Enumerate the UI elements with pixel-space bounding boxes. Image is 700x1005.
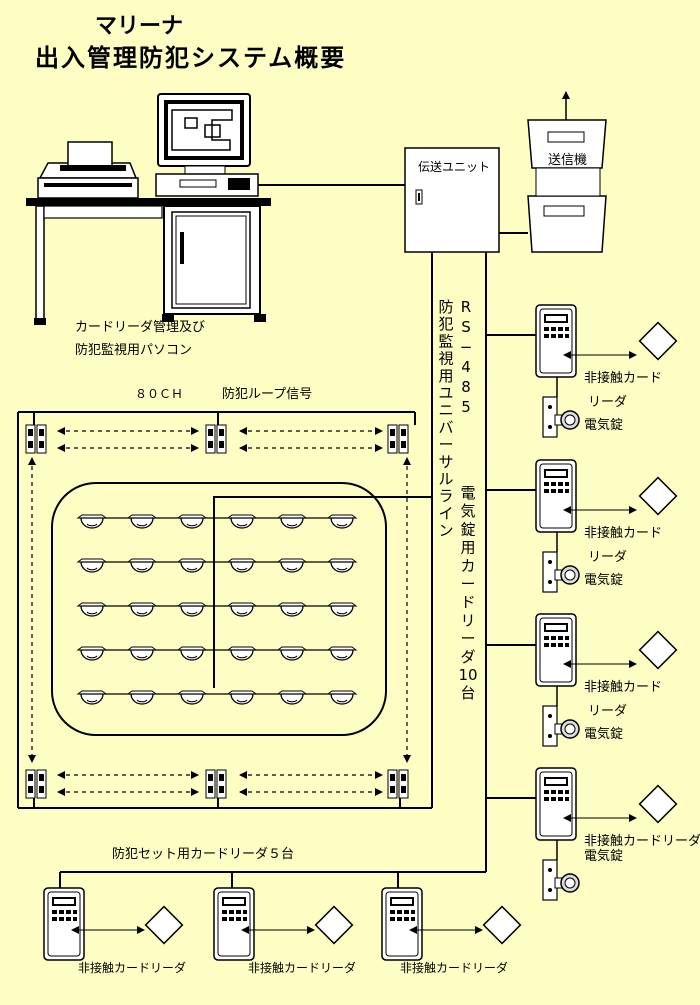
card-label: 非接触カードリーダ xyxy=(584,833,700,849)
card-label: 非接触カード xyxy=(584,525,662,541)
transmitter xyxy=(527,91,607,253)
security-reader-label: 防犯セット用カードリーダ５台 xyxy=(112,846,294,862)
security-card-reader: 非接触カードリーダ xyxy=(381,887,522,975)
beam-sensor xyxy=(387,424,409,454)
beam-sensor xyxy=(25,769,47,799)
contactless-card xyxy=(638,784,678,824)
beam-paths xyxy=(28,427,411,796)
contactless-card xyxy=(638,321,678,361)
pc-workstation xyxy=(26,93,271,325)
lock-reader-char: 用 xyxy=(460,539,475,557)
lock-reader-char: ダ xyxy=(460,648,475,666)
detector-zone xyxy=(51,482,387,736)
universal-line-char: 犯 xyxy=(438,315,453,333)
lock-reader-char: ド xyxy=(460,593,475,611)
loop-channel-label: ８０ＣＨ xyxy=(135,387,183,401)
beam-sensor xyxy=(205,424,227,454)
universal-line-char: イ xyxy=(438,504,453,522)
lock-reader-char: 電 xyxy=(460,484,475,502)
electric-lock xyxy=(542,705,580,747)
electric-lock xyxy=(542,859,580,901)
rs485-label: RS − 4 8 5 xyxy=(460,298,473,416)
universal-line-char: ユ xyxy=(438,384,453,402)
universal-line-char: 視 xyxy=(438,350,453,368)
universal-line-char: 監 xyxy=(438,332,453,350)
universal-line-char: 防 xyxy=(438,298,453,316)
rs485-char: 5 xyxy=(461,398,471,416)
transmission-unit xyxy=(404,147,500,253)
lock-reader-char: 錠 xyxy=(460,520,475,538)
pc-label-line2: 防犯監視用パソコン xyxy=(75,342,192,358)
lock-reader-char: 10 xyxy=(458,666,477,684)
lock-reader-char: カ xyxy=(460,557,475,575)
contactless-card xyxy=(482,905,522,945)
universal-line-char: ル xyxy=(438,470,453,488)
rs485-char: 4 xyxy=(461,358,471,376)
reader-label: 非接触カードリーダ xyxy=(78,960,186,975)
card-reader xyxy=(535,613,577,687)
universal-line-char: サ xyxy=(438,453,453,471)
title-line2: 出入管理防犯システム概要 xyxy=(35,44,346,72)
lock-reader-char: ー xyxy=(460,575,475,593)
universal-line-char: ン xyxy=(438,522,453,540)
title-line1: マリーナ xyxy=(95,14,183,39)
transmission-unit-label: 伝送ユニット xyxy=(418,159,490,174)
contactless-card xyxy=(314,905,354,945)
universal-line-char: ニ xyxy=(438,401,453,419)
reader-label: リーダ xyxy=(588,395,627,410)
reader-label: リーダ xyxy=(588,704,627,719)
detector-array xyxy=(77,514,357,705)
universal-line-char: 用 xyxy=(438,367,453,385)
rs485-char: − xyxy=(460,338,473,356)
card-reader xyxy=(43,887,85,961)
lock-label: 電気錠 xyxy=(584,417,623,433)
universal-line-char: ラ xyxy=(438,487,453,505)
reader-label: 非接触カードリーダ xyxy=(248,960,356,975)
card-reader xyxy=(381,887,423,961)
reader-label: リーダ xyxy=(588,550,627,565)
universal-line-char: ー xyxy=(438,436,453,454)
lock-label: 電気錠 xyxy=(584,572,623,588)
security-card-reader: 非接触カードリーダ xyxy=(43,887,186,975)
card-reader xyxy=(213,887,255,961)
lock-reader-char: リ xyxy=(460,611,475,629)
contactless-card xyxy=(638,630,678,670)
contactless-card xyxy=(638,476,678,516)
universal-line-char: バ xyxy=(438,418,453,436)
rs485-char: R xyxy=(461,298,471,316)
detector-feed-line xyxy=(213,496,432,688)
card-reader xyxy=(535,304,577,378)
security-card-reader: 非接触カードリーダ xyxy=(213,887,356,975)
card-reader xyxy=(535,459,577,533)
card-label: 非接触カード xyxy=(584,679,662,695)
card-reader xyxy=(535,767,577,841)
lock-reader-char: 気 xyxy=(460,502,475,520)
pc-label-line1: カードリーダ管理及び xyxy=(75,320,205,335)
lock-reader-char: 台 xyxy=(460,684,475,702)
rs485-char: 8 xyxy=(461,378,471,396)
lock-label: 電気錠 xyxy=(584,726,623,742)
electric-lock xyxy=(542,396,580,438)
lock-reader-char: ー xyxy=(460,630,475,648)
beam-sensor xyxy=(25,424,47,454)
loop-signal-label: 防犯ループ信号 xyxy=(222,386,312,402)
beam-sensor xyxy=(387,769,409,799)
transmitter-label: 送信機 xyxy=(548,153,587,168)
contactless-card xyxy=(144,905,184,945)
rs485-char: S xyxy=(461,318,471,336)
beam-sensor xyxy=(205,769,227,799)
lock-label: 電気錠 xyxy=(584,848,623,864)
card-label: 非接触カード xyxy=(584,370,662,386)
reader-label: 非接触カードリーダ xyxy=(400,960,508,975)
electric-lock xyxy=(542,551,580,593)
